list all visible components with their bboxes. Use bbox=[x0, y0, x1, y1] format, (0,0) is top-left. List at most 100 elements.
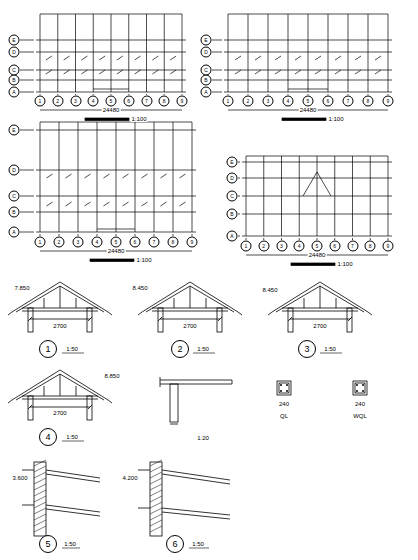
drawing-line bbox=[116, 122, 117, 232]
callout-number: 1 bbox=[45, 345, 50, 354]
axis-bubble: D bbox=[9, 165, 20, 176]
axis-bubble: 9 bbox=[383, 241, 394, 252]
drawing-line bbox=[212, 80, 222, 81]
drawing-label: 2700 bbox=[52, 323, 67, 329]
drawing-line bbox=[34, 460, 46, 466]
drawing-line bbox=[170, 70, 176, 74]
scale-bar bbox=[291, 263, 335, 266]
axis-bubble: B bbox=[201, 75, 212, 86]
callout-number: 4 bbox=[45, 433, 50, 442]
drawing-line bbox=[150, 496, 162, 502]
drawing-line bbox=[99, 56, 105, 60]
drawing-line bbox=[135, 70, 141, 74]
drawing-line bbox=[47, 202, 53, 206]
drawing-line bbox=[150, 520, 162, 526]
drawing-line bbox=[161, 202, 167, 206]
drawing-line bbox=[40, 14, 182, 15]
drawing-line bbox=[36, 232, 196, 233]
drawing-line bbox=[36, 40, 186, 41]
drawing-label: 1:50 bbox=[196, 346, 210, 352]
drawing-line bbox=[20, 170, 34, 171]
axis-bubble: 2 bbox=[54, 237, 65, 248]
drawing-label: 24480 bbox=[299, 107, 318, 113]
drawing-label: 1:50 bbox=[63, 541, 77, 547]
drawing-line bbox=[104, 202, 110, 206]
drawing-label: 24480 bbox=[308, 252, 327, 258]
drawing-line bbox=[36, 170, 196, 171]
axis-bubble: C bbox=[201, 65, 212, 76]
drawing-line bbox=[238, 162, 240, 163]
drawing-line bbox=[40, 122, 192, 123]
drawing-line bbox=[34, 466, 46, 472]
section-callout: 2 bbox=[171, 340, 189, 358]
section-callout: 1 bbox=[39, 340, 57, 358]
drawing-line bbox=[315, 56, 321, 60]
drawing-label: 3.600 bbox=[11, 475, 28, 481]
drawing-line bbox=[192, 122, 193, 232]
drawing-line bbox=[117, 70, 123, 74]
axis-bubble: 8 bbox=[159, 96, 170, 107]
drawing-line bbox=[212, 92, 222, 93]
drawing-line bbox=[238, 196, 240, 197]
axis-bubble: 7 bbox=[347, 241, 358, 252]
axis-bubble: 1 bbox=[35, 96, 46, 107]
axis-bubble: A bbox=[9, 227, 20, 238]
axis-bubble: E bbox=[9, 35, 20, 46]
drawing-line bbox=[47, 174, 53, 178]
drawing-line bbox=[36, 130, 196, 131]
drawing-line bbox=[93, 89, 129, 90]
drawing-line bbox=[275, 70, 281, 74]
drawing-line bbox=[34, 484, 46, 490]
drawing-line bbox=[123, 174, 129, 178]
axis-bubble: 2 bbox=[258, 241, 269, 252]
axis-bubble: A bbox=[201, 87, 212, 98]
section-callout: 6 bbox=[166, 535, 184, 553]
drawing-label: 240 bbox=[278, 401, 290, 407]
drawing-line bbox=[242, 236, 392, 237]
drawing-line bbox=[81, 70, 87, 74]
drawing-line bbox=[212, 40, 222, 41]
drawing-line bbox=[123, 202, 129, 206]
drawing-line bbox=[355, 56, 361, 60]
drawing-label: 8.850 bbox=[103, 373, 120, 379]
drawing-line bbox=[238, 178, 240, 179]
drawing-line bbox=[20, 70, 34, 71]
drawing-line bbox=[117, 56, 123, 60]
drawing-line bbox=[97, 229, 135, 230]
drawing-line bbox=[255, 56, 261, 60]
drawing-line bbox=[238, 236, 240, 237]
drawing-line bbox=[315, 70, 321, 74]
drawing-line bbox=[135, 122, 136, 232]
drawing-line bbox=[375, 70, 381, 74]
axis-bubble: 8 bbox=[363, 96, 374, 107]
drawing-label: 1:100 bbox=[327, 116, 344, 122]
drawing-label: 1:100 bbox=[135, 257, 152, 263]
drawing-line bbox=[224, 70, 392, 71]
drawing-line bbox=[20, 232, 34, 233]
drawing-line bbox=[66, 202, 72, 206]
drawing-line bbox=[34, 502, 46, 508]
drawing-line bbox=[355, 70, 361, 74]
drawing-line bbox=[224, 80, 392, 81]
callout-number: 2 bbox=[177, 345, 182, 354]
drawing-line bbox=[36, 196, 196, 197]
drawing-line bbox=[235, 70, 241, 74]
drawing-line bbox=[152, 56, 158, 60]
drawing-line bbox=[224, 40, 392, 41]
callout-number: 5 bbox=[45, 540, 50, 549]
scale-bar bbox=[85, 118, 129, 121]
section-callout: 4 bbox=[39, 428, 57, 446]
drawing-label: WQL bbox=[352, 413, 368, 419]
axis-bubble: 6 bbox=[323, 96, 334, 107]
axis-bubble: A bbox=[9, 87, 20, 98]
drawing-line bbox=[150, 484, 162, 490]
drawing-line bbox=[152, 70, 158, 74]
callout-number: 3 bbox=[304, 345, 309, 354]
drawing-line bbox=[36, 212, 196, 213]
drawing-line bbox=[34, 478, 46, 484]
axis-bubble: 5 bbox=[303, 96, 314, 107]
drawing-line bbox=[180, 202, 186, 206]
drawing-line bbox=[34, 496, 46, 502]
axis-bubble: 4 bbox=[283, 96, 294, 107]
drawing-line bbox=[242, 196, 392, 197]
